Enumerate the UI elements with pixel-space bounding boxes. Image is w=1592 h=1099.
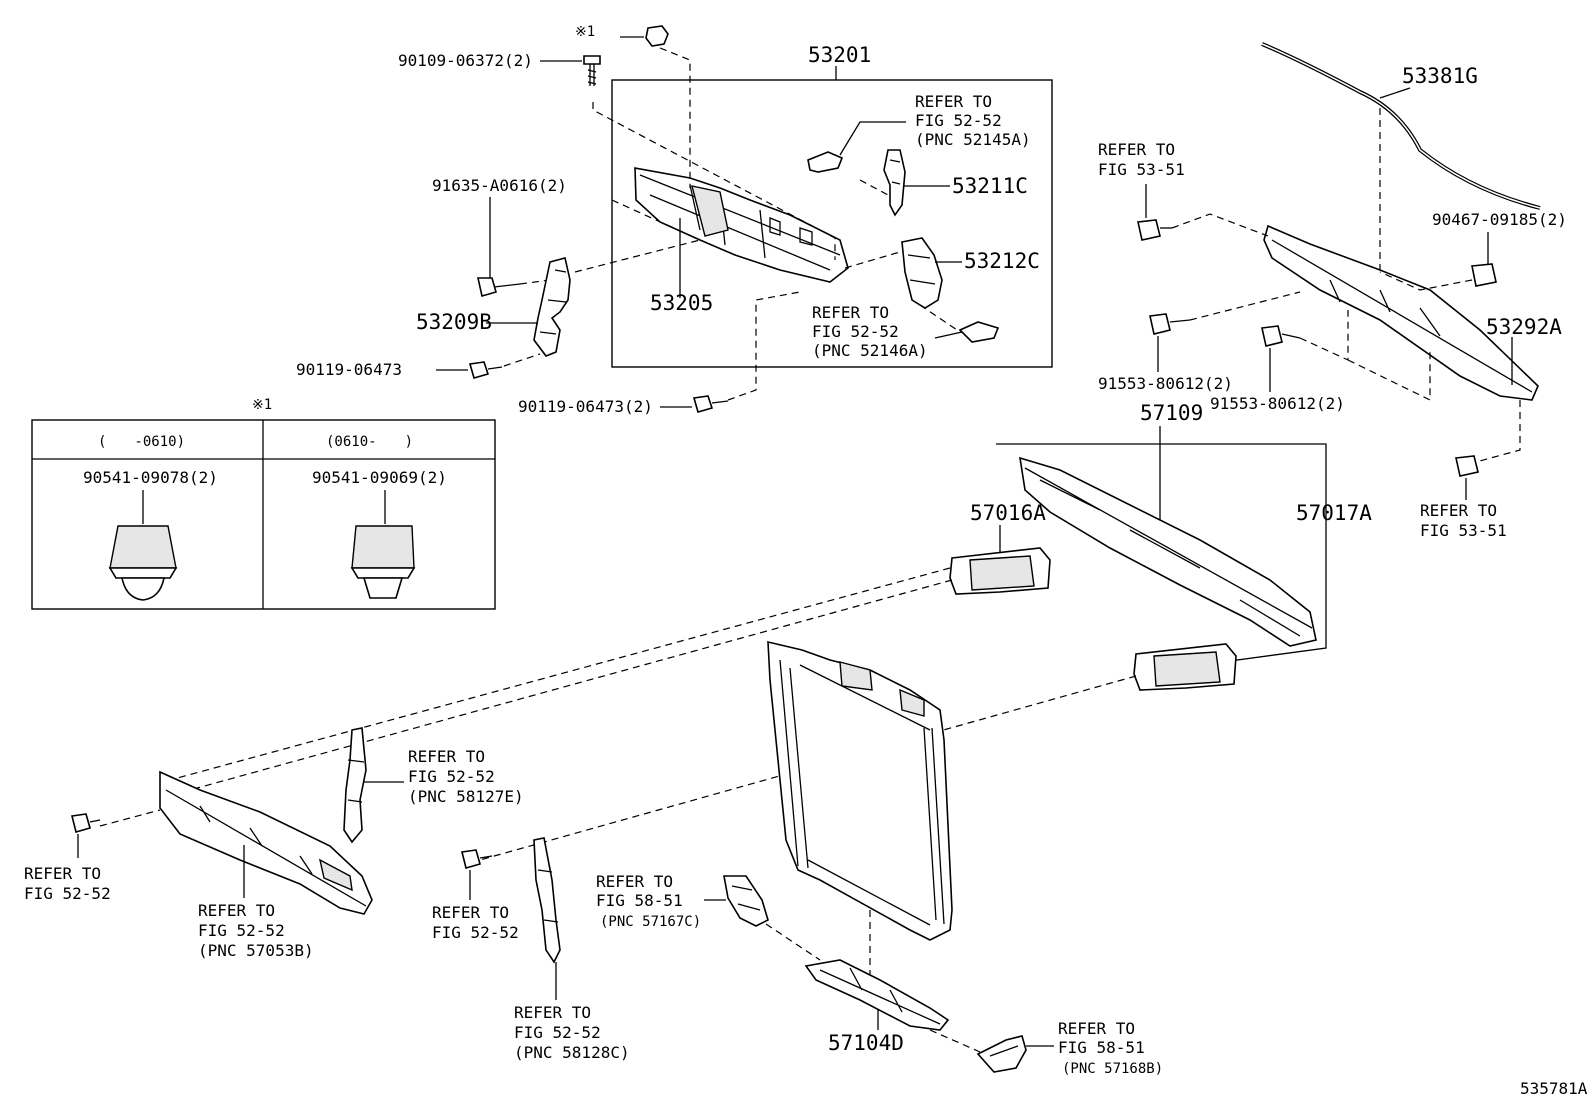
clip-52145a	[807, 151, 844, 173]
clip-note1	[645, 25, 669, 47]
svg-text:FIG 52-52: FIG 52-52	[24, 884, 111, 903]
svg-text:REFER TO: REFER TO	[812, 303, 889, 322]
svg-text:FIG 52-52: FIG 52-52	[432, 923, 519, 942]
svg-text:FIG 52-52: FIG 52-52	[812, 322, 899, 341]
svg-text:FIG 52-52: FIG 52-52	[198, 921, 285, 940]
svg-text:FIG 52-52: FIG 52-52	[408, 767, 495, 786]
fastener-90119-a[interactable]: 90119-06473	[296, 360, 402, 379]
bolt-91635	[477, 277, 521, 298]
bracket-57168b	[976, 1035, 1027, 1073]
svg-text:REFER TO: REFER TO	[1098, 140, 1175, 159]
ref-5351-upper[interactable]: REFER TO FIG 53-51	[1098, 140, 1185, 179]
fastener-91635[interactable]: 91635-A0616(2)	[432, 176, 567, 195]
clip-52146a	[958, 321, 1000, 343]
part-53211C[interactable]: 53211C	[952, 174, 1028, 198]
svg-text:FIG 52-52: FIG 52-52	[915, 111, 1002, 130]
inset-col1-part[interactable]: 90541-09078(2)	[83, 468, 218, 487]
bracket-53211c	[883, 149, 906, 217]
part-53381G[interactable]: 53381G	[1402, 64, 1478, 88]
bolt-center-5252	[461, 849, 493, 869]
part-57104D[interactable]: 57104D	[828, 1031, 904, 1055]
ref-52146a[interactable]: REFER TO FIG 52-52 (PNC 52146A)	[812, 303, 928, 360]
ref-57053b[interactable]: REFER TO FIG 52-52 (PNC 57053B)	[198, 901, 314, 960]
svg-text:FIG 58-51: FIG 58-51	[596, 891, 683, 910]
bolt-90119-b	[692, 395, 729, 413]
bracket-53209b	[533, 257, 571, 357]
ref-52145a[interactable]: REFER TO FIG 52-52 (PNC 52145A)	[915, 92, 1031, 149]
duct-57017a	[1133, 643, 1237, 691]
ref-57167c[interactable]: REFER TO FIG 58-51 (PNC 57167C)	[596, 872, 701, 930]
crossmember-57109	[1019, 456, 1317, 647]
ref-57168b[interactable]: REFER TO FIG 58-51 (PNC 57168B)	[1058, 1019, 1163, 1077]
part-57017A[interactable]: 57017A	[1296, 501, 1372, 525]
inset-col2-header: (0610- )	[326, 434, 413, 450]
svg-text:FIG 53-51: FIG 53-51	[1420, 521, 1507, 540]
clip-5351-lower	[1455, 455, 1479, 477]
part-53201[interactable]: 53201	[808, 43, 871, 67]
support-53292a	[1263, 224, 1539, 401]
svg-text:REFER TO: REFER TO	[915, 92, 992, 111]
bracket-57167c	[723, 875, 769, 927]
svg-text:REFER TO: REFER TO	[1058, 1019, 1135, 1038]
part-57109[interactable]: 57109	[1140, 401, 1203, 425]
duct-57016a	[949, 547, 1051, 595]
radiator	[767, 640, 953, 941]
group-box-53201	[611, 79, 1053, 368]
svg-text:REFER TO: REFER TO	[24, 864, 101, 883]
bolt-90119-a	[468, 361, 503, 379]
plate-57104d	[804, 959, 950, 1031]
bumper-reinforcement	[159, 770, 373, 915]
svg-text:(PNC 57053B): (PNC 57053B)	[198, 941, 314, 960]
svg-text:FIG 53-51: FIG 53-51	[1098, 160, 1185, 179]
bolt-91553-b	[1261, 325, 1301, 347]
ref-58128c[interactable]: REFER TO FIG 52-52 (PNC 58128C)	[514, 1003, 630, 1062]
ref-5252-left[interactable]: REFER TO FIG 52-52	[24, 864, 111, 903]
bolt-91553-a	[1149, 313, 1191, 335]
bolt-90109	[583, 55, 601, 86]
fastener-90467[interactable]: 90467-09185(2)	[1432, 210, 1567, 229]
ref-5351-lower[interactable]: REFER TO FIG 53-51	[1420, 501, 1507, 540]
svg-text:(PNC 58128C): (PNC 58128C)	[514, 1043, 630, 1062]
svg-text:REFER TO: REFER TO	[408, 747, 485, 766]
cap-nut-early	[108, 525, 178, 601]
svg-text:(PNC 52146A): (PNC 52146A)	[812, 341, 928, 360]
cap-nut-late	[350, 525, 416, 599]
ref-5252-center[interactable]: REFER TO FIG 52-52	[432, 903, 519, 942]
fastener-90119-b[interactable]: 90119-06473(2)	[518, 397, 653, 416]
bracket-53212c	[901, 237, 943, 309]
svg-text:FIG 52-52: FIG 52-52	[514, 1023, 601, 1042]
drawing-id: 535781A	[1520, 1079, 1588, 1098]
bracket-58127e	[343, 727, 367, 844]
svg-text:(PNC 57167C): (PNC 57167C)	[600, 914, 701, 930]
fastener-91553-b[interactable]: 91553-80612(2)	[1210, 394, 1345, 413]
svg-text:REFER TO: REFER TO	[432, 903, 509, 922]
svg-text:REFER TO: REFER TO	[198, 901, 275, 920]
part-53209B[interactable]: 53209B	[416, 310, 492, 334]
svg-text:REFER TO: REFER TO	[1420, 501, 1497, 520]
fastener-90109[interactable]: 90109-06372(2)	[398, 51, 533, 70]
part-53212C[interactable]: 53212C	[964, 249, 1040, 273]
bolt-left-5252	[71, 813, 101, 833]
svg-text:(PNC 58127E): (PNC 58127E)	[408, 787, 524, 806]
note-mark: ※1	[575, 24, 595, 40]
svg-text:(PNC 57168B): (PNC 57168B)	[1062, 1061, 1163, 1077]
inset-col1-header: ( -0610)	[98, 434, 185, 450]
clip-90467	[1471, 263, 1497, 287]
svg-text:REFER TO: REFER TO	[514, 1003, 591, 1022]
clip-5351-upper	[1137, 219, 1172, 241]
svg-text:FIG 58-51: FIG 58-51	[1058, 1038, 1145, 1057]
part-53292A[interactable]: 53292A	[1486, 315, 1562, 339]
inset-col2-part[interactable]: 90541-09069(2)	[312, 468, 447, 487]
bracket-58128c	[533, 837, 561, 964]
ref-58127e[interactable]: REFER TO FIG 52-52 (PNC 58127E)	[408, 747, 524, 806]
fastener-91553-a[interactable]: 91553-80612(2)	[1098, 374, 1233, 393]
inset-table	[31, 419, 496, 610]
part-57016A[interactable]: 57016A	[970, 501, 1046, 525]
inset-mark: ※1	[252, 397, 272, 413]
svg-text:(PNC 52145A): (PNC 52145A)	[915, 130, 1031, 149]
svg-text:REFER TO: REFER TO	[596, 872, 673, 891]
seal-53381g	[1261, 42, 1541, 210]
part-53205[interactable]: 53205	[650, 291, 713, 315]
